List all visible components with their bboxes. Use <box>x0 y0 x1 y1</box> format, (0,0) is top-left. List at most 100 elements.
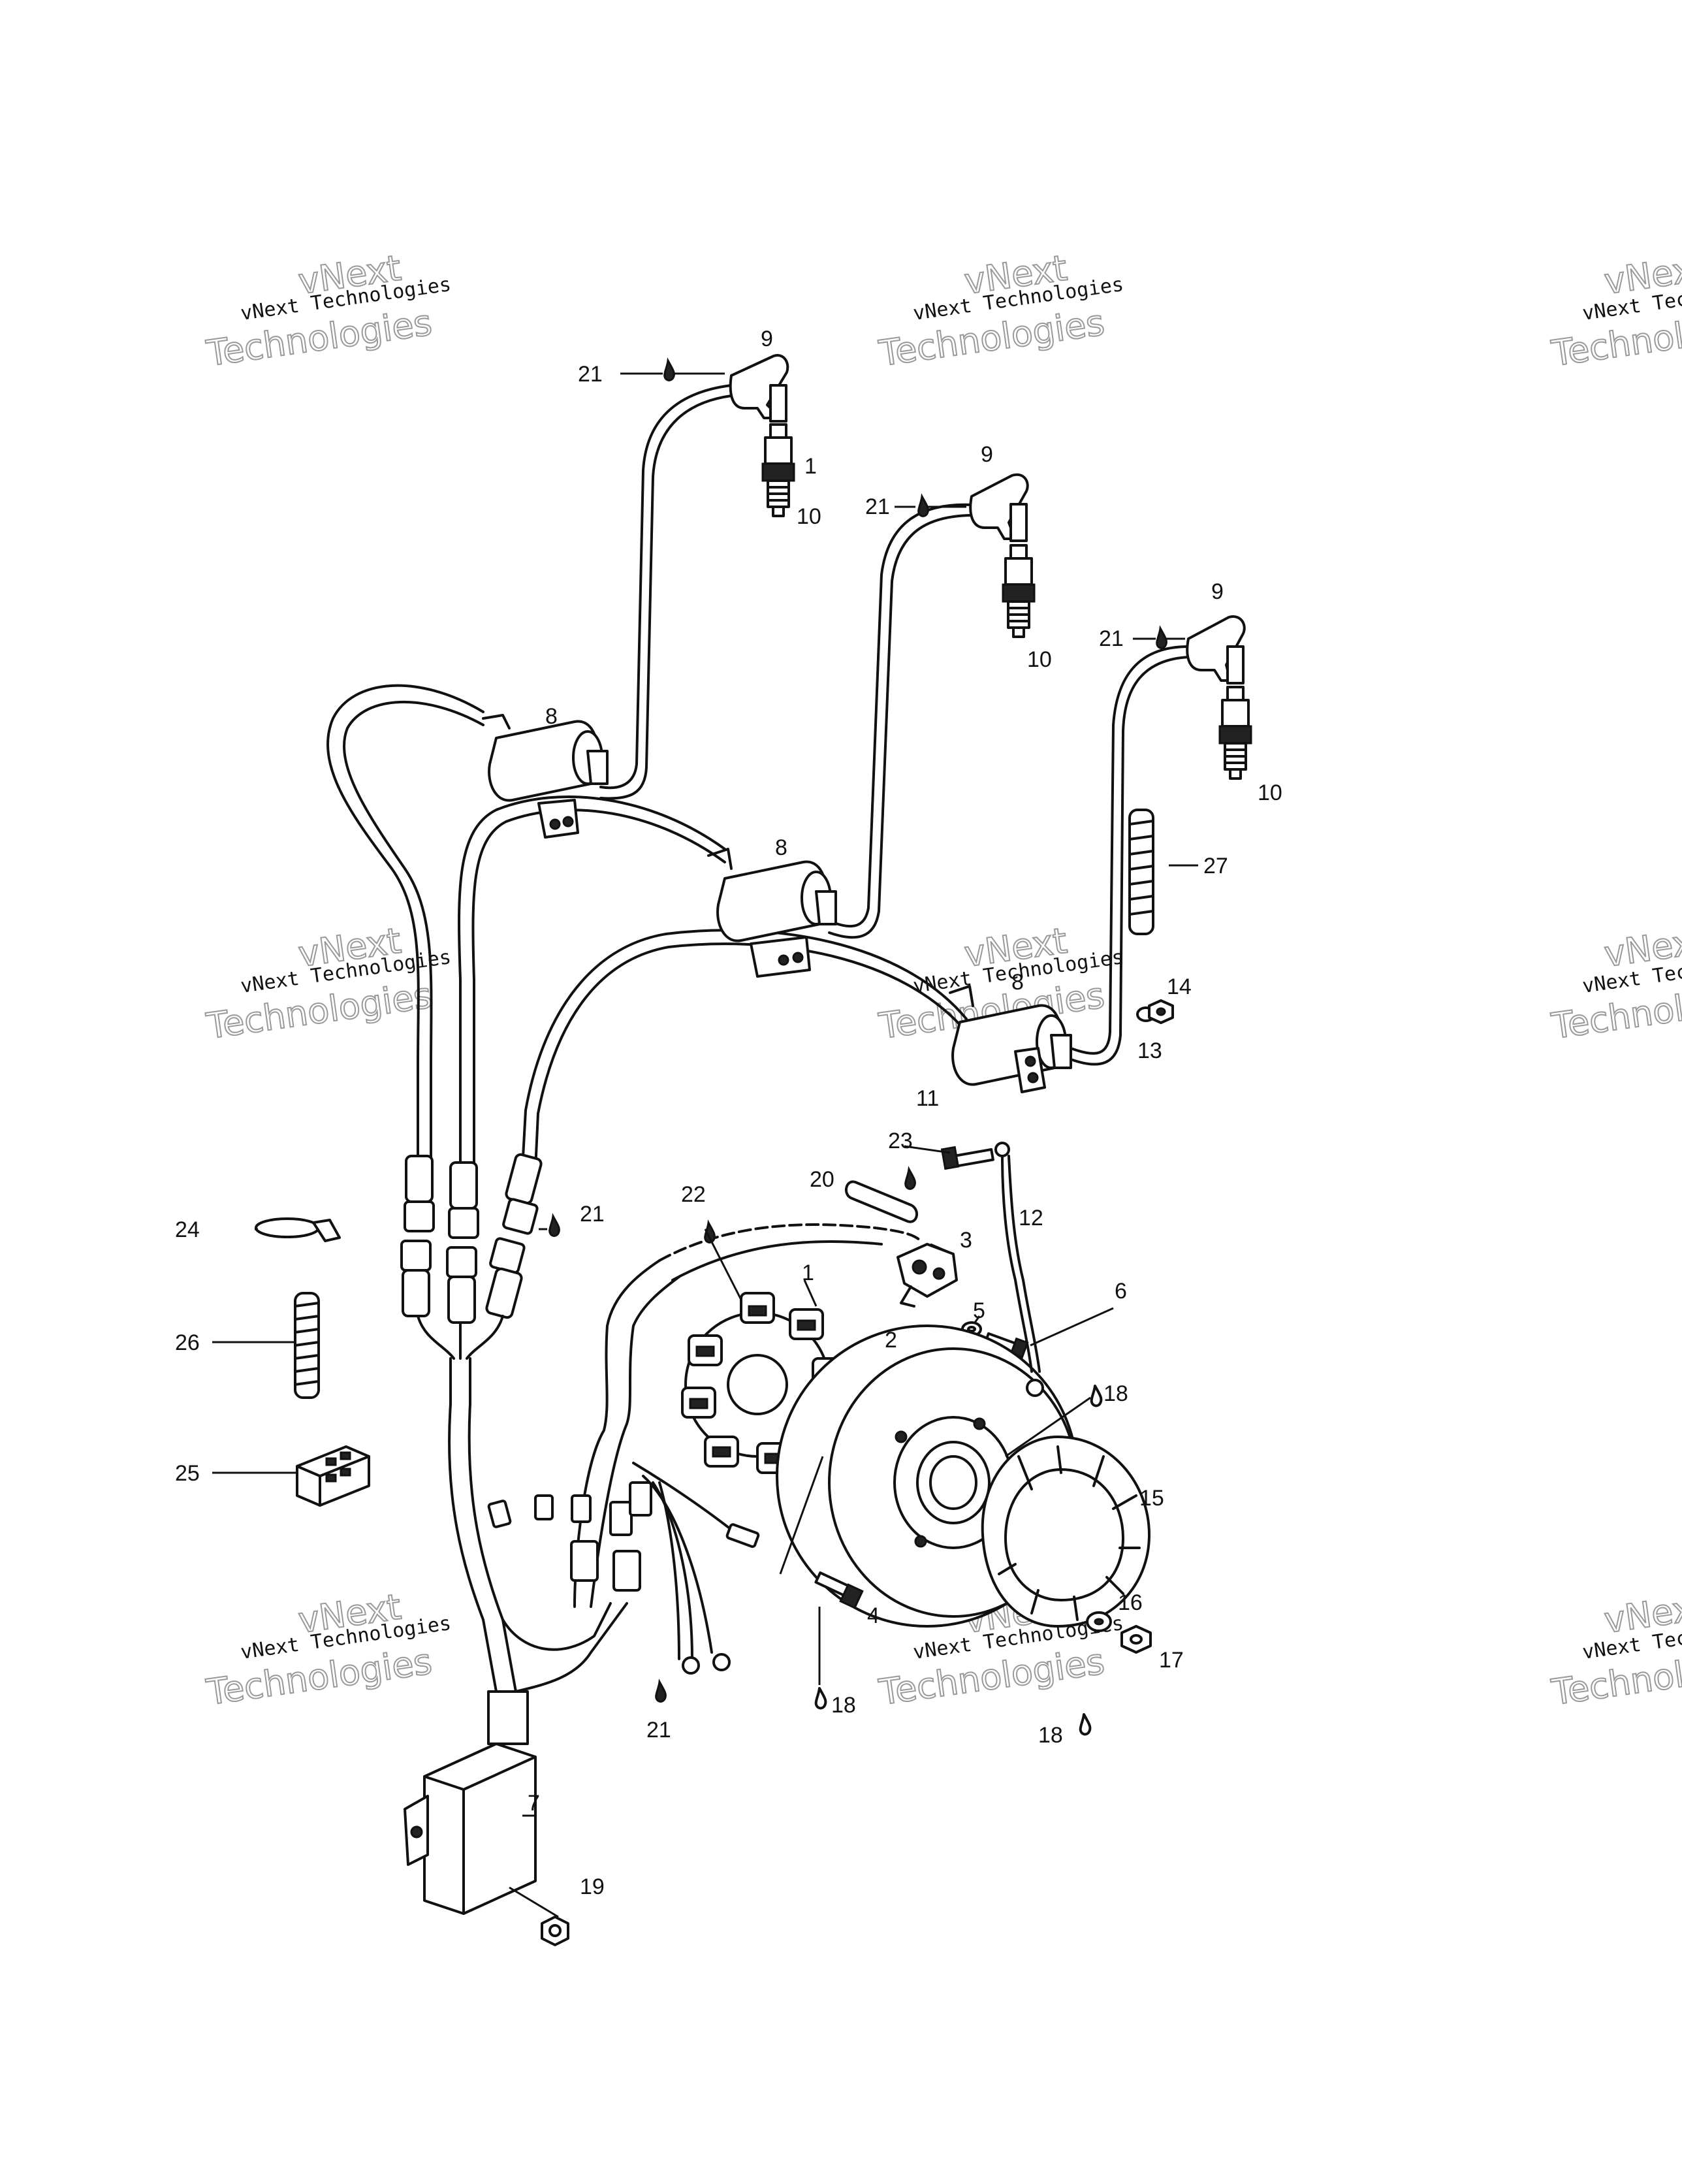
trigger-coil <box>897 1243 958 1308</box>
drop-icon <box>814 1687 827 1710</box>
spark-plug-wire-1-edge <box>599 394 733 800</box>
primary-wire-3-edge <box>534 942 968 1170</box>
drop-icon <box>663 357 675 381</box>
lock-washer-16 <box>1086 1611 1112 1632</box>
spark-plug-middle <box>1002 544 1036 638</box>
drop-icon <box>655 1678 667 1703</box>
drop-icon <box>917 493 929 517</box>
leader-lines <box>212 372 1198 1918</box>
callout-15: 15 <box>1139 1486 1164 1511</box>
callout-18: 18 <box>831 1693 856 1718</box>
callout-13: 13 <box>1137 1038 1162 1063</box>
spiral-wrap-27 <box>1128 809 1154 935</box>
callout-8: 8 <box>775 835 787 860</box>
callout-10: 10 <box>797 504 821 529</box>
callouts: 9 1 21 10 9 21 10 9 21 10 8 8 8 27 14 13… <box>175 327 1282 1899</box>
callout-24: 24 <box>175 1217 200 1242</box>
bolt-4 <box>814 1571 864 1609</box>
drop-icon <box>704 1219 716 1244</box>
callout-23: 23 <box>888 1129 913 1153</box>
primary-wire-1-edge <box>343 701 484 1170</box>
callout-17: 17 <box>1159 1648 1184 1673</box>
primary-wire-2-edge <box>471 809 726 1170</box>
cdi-module <box>404 1690 537 1915</box>
watermark-top-right: vNext vNext Technologies Technologies <box>1548 247 1682 375</box>
nut-19 <box>541 1916 569 1946</box>
spark-plug-top <box>761 423 795 517</box>
primary-wire-2 <box>458 795 726 1170</box>
drop-icon <box>1079 1713 1092 1736</box>
watermark-top-center: vNext vNext Technologies Technologies <box>876 247 1125 375</box>
callout-25: 25 <box>175 1461 200 1486</box>
primary-wire-1 <box>326 684 484 1170</box>
callout-9: 9 <box>761 327 773 351</box>
harness-connectors <box>400 1153 543 1324</box>
watermark-top-left: vNext vNext Technologies Technologies <box>203 247 452 375</box>
spark-plug-wire-3 <box>1070 645 1190 1055</box>
watermark-mid-right: vNext vNext Technologies Technologies <box>1548 920 1682 1048</box>
callout-21: 21 <box>865 494 890 519</box>
callout-10: 10 <box>1027 647 1052 672</box>
nut-14 <box>1148 999 1174 1024</box>
callout-16: 16 <box>1118 1590 1143 1615</box>
drop-icons <box>548 357 1167 1736</box>
callout-22: 22 <box>681 1182 706 1207</box>
callout-12: 12 <box>1019 1206 1043 1230</box>
spark-plug-wires <box>599 384 1190 1066</box>
callout-21: 21 <box>1099 626 1124 651</box>
callout-20: 20 <box>810 1167 834 1192</box>
spark-plug-cap-middle <box>969 473 1029 542</box>
callout-21: 21 <box>646 1718 671 1742</box>
nut-17 <box>1120 1625 1152 1654</box>
callout-18: 18 <box>1103 1381 1128 1406</box>
callout-11: 11 <box>916 1086 939 1111</box>
drop-icon <box>548 1213 560 1237</box>
drop-icon <box>904 1166 916 1190</box>
spark-plug-cap-top <box>729 354 789 423</box>
callout-1: 1 <box>802 1261 814 1285</box>
callout-5: 5 <box>973 1298 985 1323</box>
coil-primary-wires <box>326 684 968 1170</box>
callout-27: 27 <box>1203 854 1228 878</box>
primary-wire-3 <box>521 929 968 1170</box>
spark-plug-cap-lower <box>1186 615 1246 684</box>
ignition-coil-1 <box>482 714 609 839</box>
connector-housing-25 <box>296 1445 370 1507</box>
callout-9: 9 <box>1211 579 1224 604</box>
spark-plug-wire-3-edge <box>1070 656 1190 1066</box>
callout-9: 9 <box>981 442 993 467</box>
ignition-coil-2 <box>707 848 837 978</box>
callout-7: 7 <box>528 1791 540 1816</box>
callout-3: 3 <box>960 1228 972 1253</box>
callout-18: 18 <box>1038 1723 1063 1748</box>
callout-14: 14 <box>1167 974 1192 999</box>
ignition-coil-3 <box>949 985 1072 1093</box>
watermark-bottom-right: vNext vNext Technologies Technologies <box>1548 1586 1682 1714</box>
callout-4: 4 <box>867 1603 880 1628</box>
callout-10: 10 <box>1258 780 1282 805</box>
spark-plug-wire-2 <box>828 503 973 928</box>
callout-8: 8 <box>545 704 558 729</box>
sleeve-20 <box>845 1180 918 1223</box>
wiring-harness <box>417 1223 922 1693</box>
bolt-11 <box>940 1146 994 1170</box>
cable-tie-24 <box>255 1217 341 1242</box>
callout-26: 26 <box>175 1330 200 1355</box>
callout-21: 21 <box>578 362 603 387</box>
callout-8: 8 <box>1011 970 1024 995</box>
spark-plug-wire-2-edge <box>828 514 973 939</box>
watermark-bottom-left: vNext vNext Technologies Technologies <box>203 1586 452 1714</box>
starter-cup <box>981 1436 1150 1628</box>
spark-plug-wire-1 <box>599 384 733 790</box>
drop-icon <box>1156 625 1167 649</box>
spark-plug-lower <box>1218 686 1252 780</box>
spiral-wrap-26 <box>294 1292 320 1399</box>
drop-icon <box>1090 1385 1103 1407</box>
callout-1: 1 <box>804 454 817 479</box>
callout-2: 2 <box>885 1328 897 1353</box>
ground-wire <box>994 1142 1044 1397</box>
callout-19: 19 <box>580 1874 605 1899</box>
callout-6: 6 <box>1115 1279 1127 1304</box>
callout-21: 21 <box>580 1202 605 1227</box>
